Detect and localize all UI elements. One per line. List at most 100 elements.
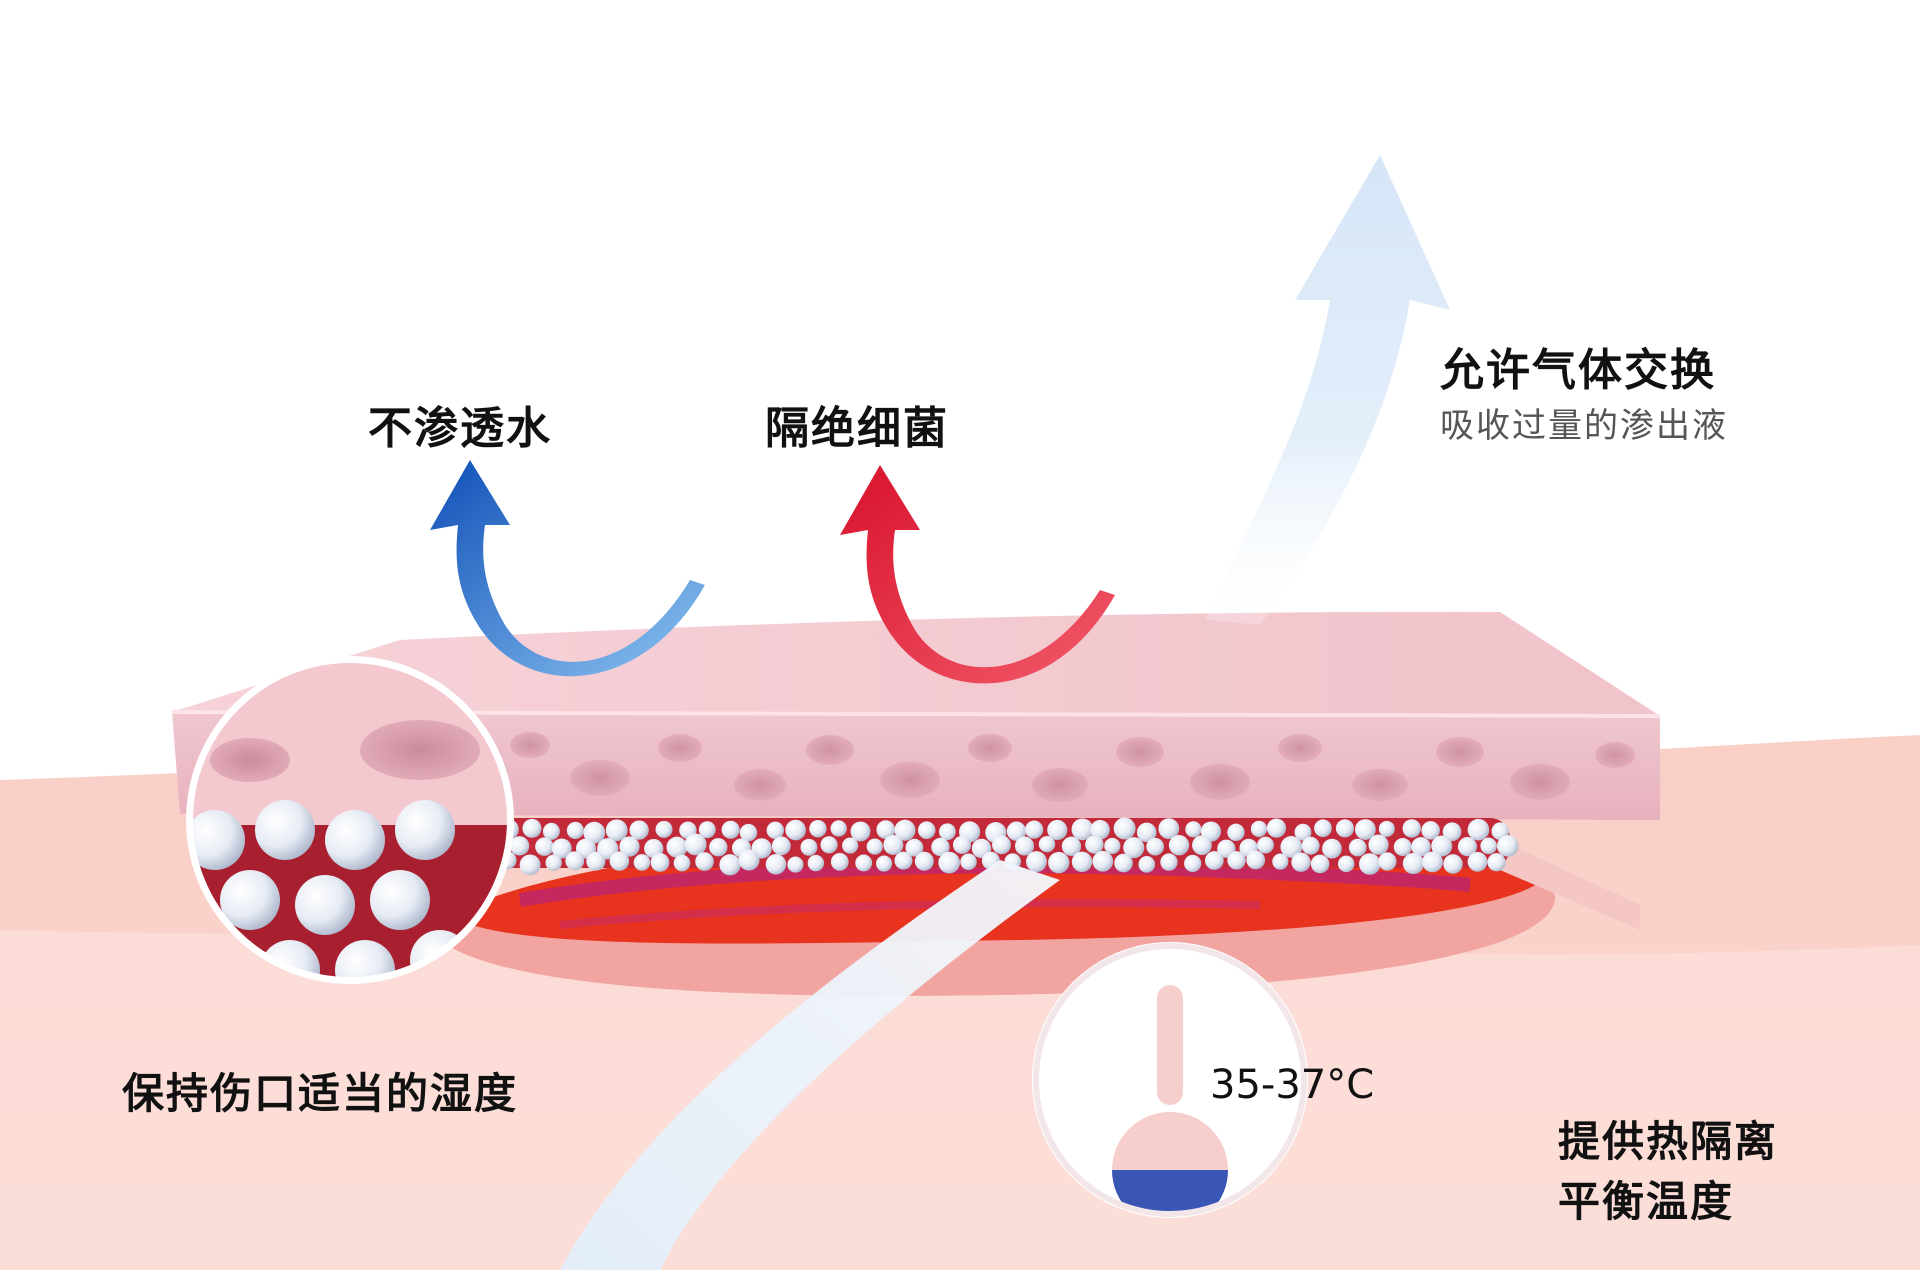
gel-bead — [1314, 819, 1332, 838]
gel-bead — [1280, 836, 1303, 858]
gel-bead — [1411, 837, 1431, 857]
gel-bead — [1246, 850, 1266, 870]
gel-bead — [1014, 836, 1035, 856]
waterproof-arrow — [430, 460, 705, 677]
thermometer-lens — [1032, 942, 1308, 1218]
gel-bead — [510, 836, 530, 856]
magnified-gel-bead — [395, 800, 455, 860]
gel-bead — [766, 821, 785, 840]
gel-bead — [1402, 819, 1421, 838]
gas-exchange-arrow — [1205, 155, 1450, 625]
gel-bead — [583, 821, 606, 844]
gel-bead — [807, 854, 825, 872]
gel-bead — [1335, 819, 1354, 838]
gel-bead — [1291, 852, 1311, 872]
gel-bead — [917, 821, 936, 839]
gel-bead — [830, 820, 847, 837]
insulation-label-line1: 提供热隔离 — [1558, 1117, 1779, 1166]
gel-bead — [938, 851, 961, 874]
gel-bead — [1038, 835, 1056, 853]
gel-bead — [992, 835, 1011, 855]
gel-bead — [1123, 837, 1145, 859]
gel-bead — [1378, 820, 1395, 837]
gel-bead — [519, 854, 541, 876]
gel-bead — [1480, 837, 1497, 855]
gel-bead — [1090, 820, 1110, 840]
gel-bead — [876, 820, 896, 839]
thermometer-stem — [1157, 985, 1183, 1105]
insulation-label-line2: 平衡温度 — [1558, 1177, 1735, 1226]
gel-bead — [1272, 853, 1289, 870]
gel-bead — [1113, 817, 1136, 840]
gel-bead — [1227, 823, 1245, 842]
gel-bead — [1047, 819, 1068, 841]
gel-bead — [894, 851, 913, 870]
gel-bead — [605, 819, 628, 842]
bacteria-label: 隔绝细菌 — [765, 403, 949, 454]
gel-bead — [1393, 838, 1412, 857]
gel-bead — [586, 851, 606, 871]
gel-bead — [939, 823, 956, 841]
heat-flow-arrow — [560, 860, 1060, 1270]
gel-bead — [1192, 835, 1212, 856]
gel-bead — [739, 823, 758, 842]
gel-bead — [866, 838, 883, 855]
gel-bead — [1158, 818, 1180, 840]
gas-exchange-label: 允许气体交换 — [1440, 345, 1716, 396]
gel-bead — [1266, 818, 1287, 838]
gel-bead — [522, 818, 542, 838]
gel-bead — [850, 821, 871, 842]
gel-bead — [655, 820, 673, 838]
gel-bead — [1138, 856, 1156, 873]
gel-bead — [1359, 853, 1381, 875]
gel-bead — [1104, 837, 1121, 855]
gel-bead — [633, 854, 651, 871]
gel-bead — [545, 854, 562, 871]
gel-bead — [855, 854, 873, 872]
gel-bead — [1422, 851, 1443, 873]
gel-bead — [1337, 855, 1355, 873]
gel-bead — [650, 853, 670, 872]
gel-bead — [765, 853, 787, 875]
gel-bead — [894, 819, 916, 841]
gel-bead — [1085, 835, 1104, 854]
gel-bead — [771, 836, 791, 856]
gel-bead — [1497, 835, 1519, 857]
gel-bead — [1250, 820, 1268, 837]
gel-bead — [820, 836, 838, 854]
magnified-gel-bead — [255, 800, 315, 860]
gel-bead — [1026, 851, 1047, 873]
skin-highlight — [0, 930, 1920, 1270]
gel-bead — [1443, 854, 1463, 874]
waterproof-label: 不渗透水 — [368, 403, 552, 454]
gel-bead — [609, 851, 630, 871]
gel-bead — [565, 851, 585, 871]
gel-bead — [1368, 834, 1389, 855]
magnified-gel-bead — [370, 870, 430, 930]
pad-top — [172, 611, 1660, 716]
gel-bead — [914, 851, 934, 871]
moisture-label: 保持伤口适当的湿度 — [122, 1069, 519, 1118]
gel-bead — [1322, 838, 1342, 859]
wound-vein-2 — [559, 899, 1261, 929]
gel-bead — [1431, 835, 1453, 857]
bead-layer — [434, 817, 1519, 876]
gel-bead — [905, 838, 924, 857]
absorb-label: 吸收过量的渗出液 — [1440, 406, 1728, 446]
gel-bead — [1442, 822, 1462, 842]
magnified-gel-bead — [335, 940, 395, 980]
gel-bead — [1421, 821, 1440, 840]
magnified-gel-bead — [295, 875, 355, 935]
gel-bead — [1071, 818, 1094, 841]
gel-bead — [542, 822, 560, 840]
gel-bead — [1136, 822, 1157, 843]
gel-bead — [1257, 836, 1274, 854]
gel-bead — [535, 837, 554, 856]
gel-bead — [1355, 819, 1376, 840]
gel-bead — [1301, 836, 1320, 855]
gel-bead — [1227, 851, 1246, 870]
temperature-label: 35-37°C — [1210, 1062, 1375, 1108]
gel-bead — [1146, 837, 1165, 856]
